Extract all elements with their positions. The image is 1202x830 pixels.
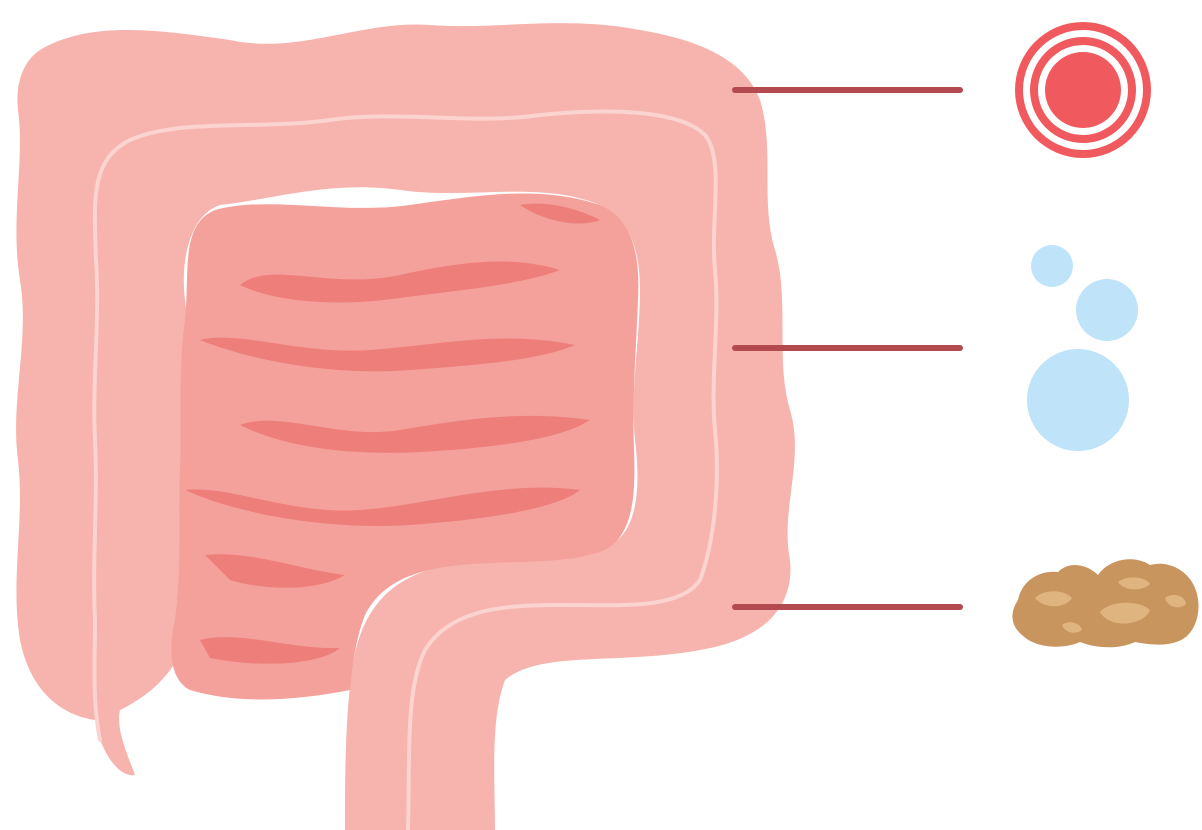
pain-target-icon xyxy=(1015,22,1151,158)
